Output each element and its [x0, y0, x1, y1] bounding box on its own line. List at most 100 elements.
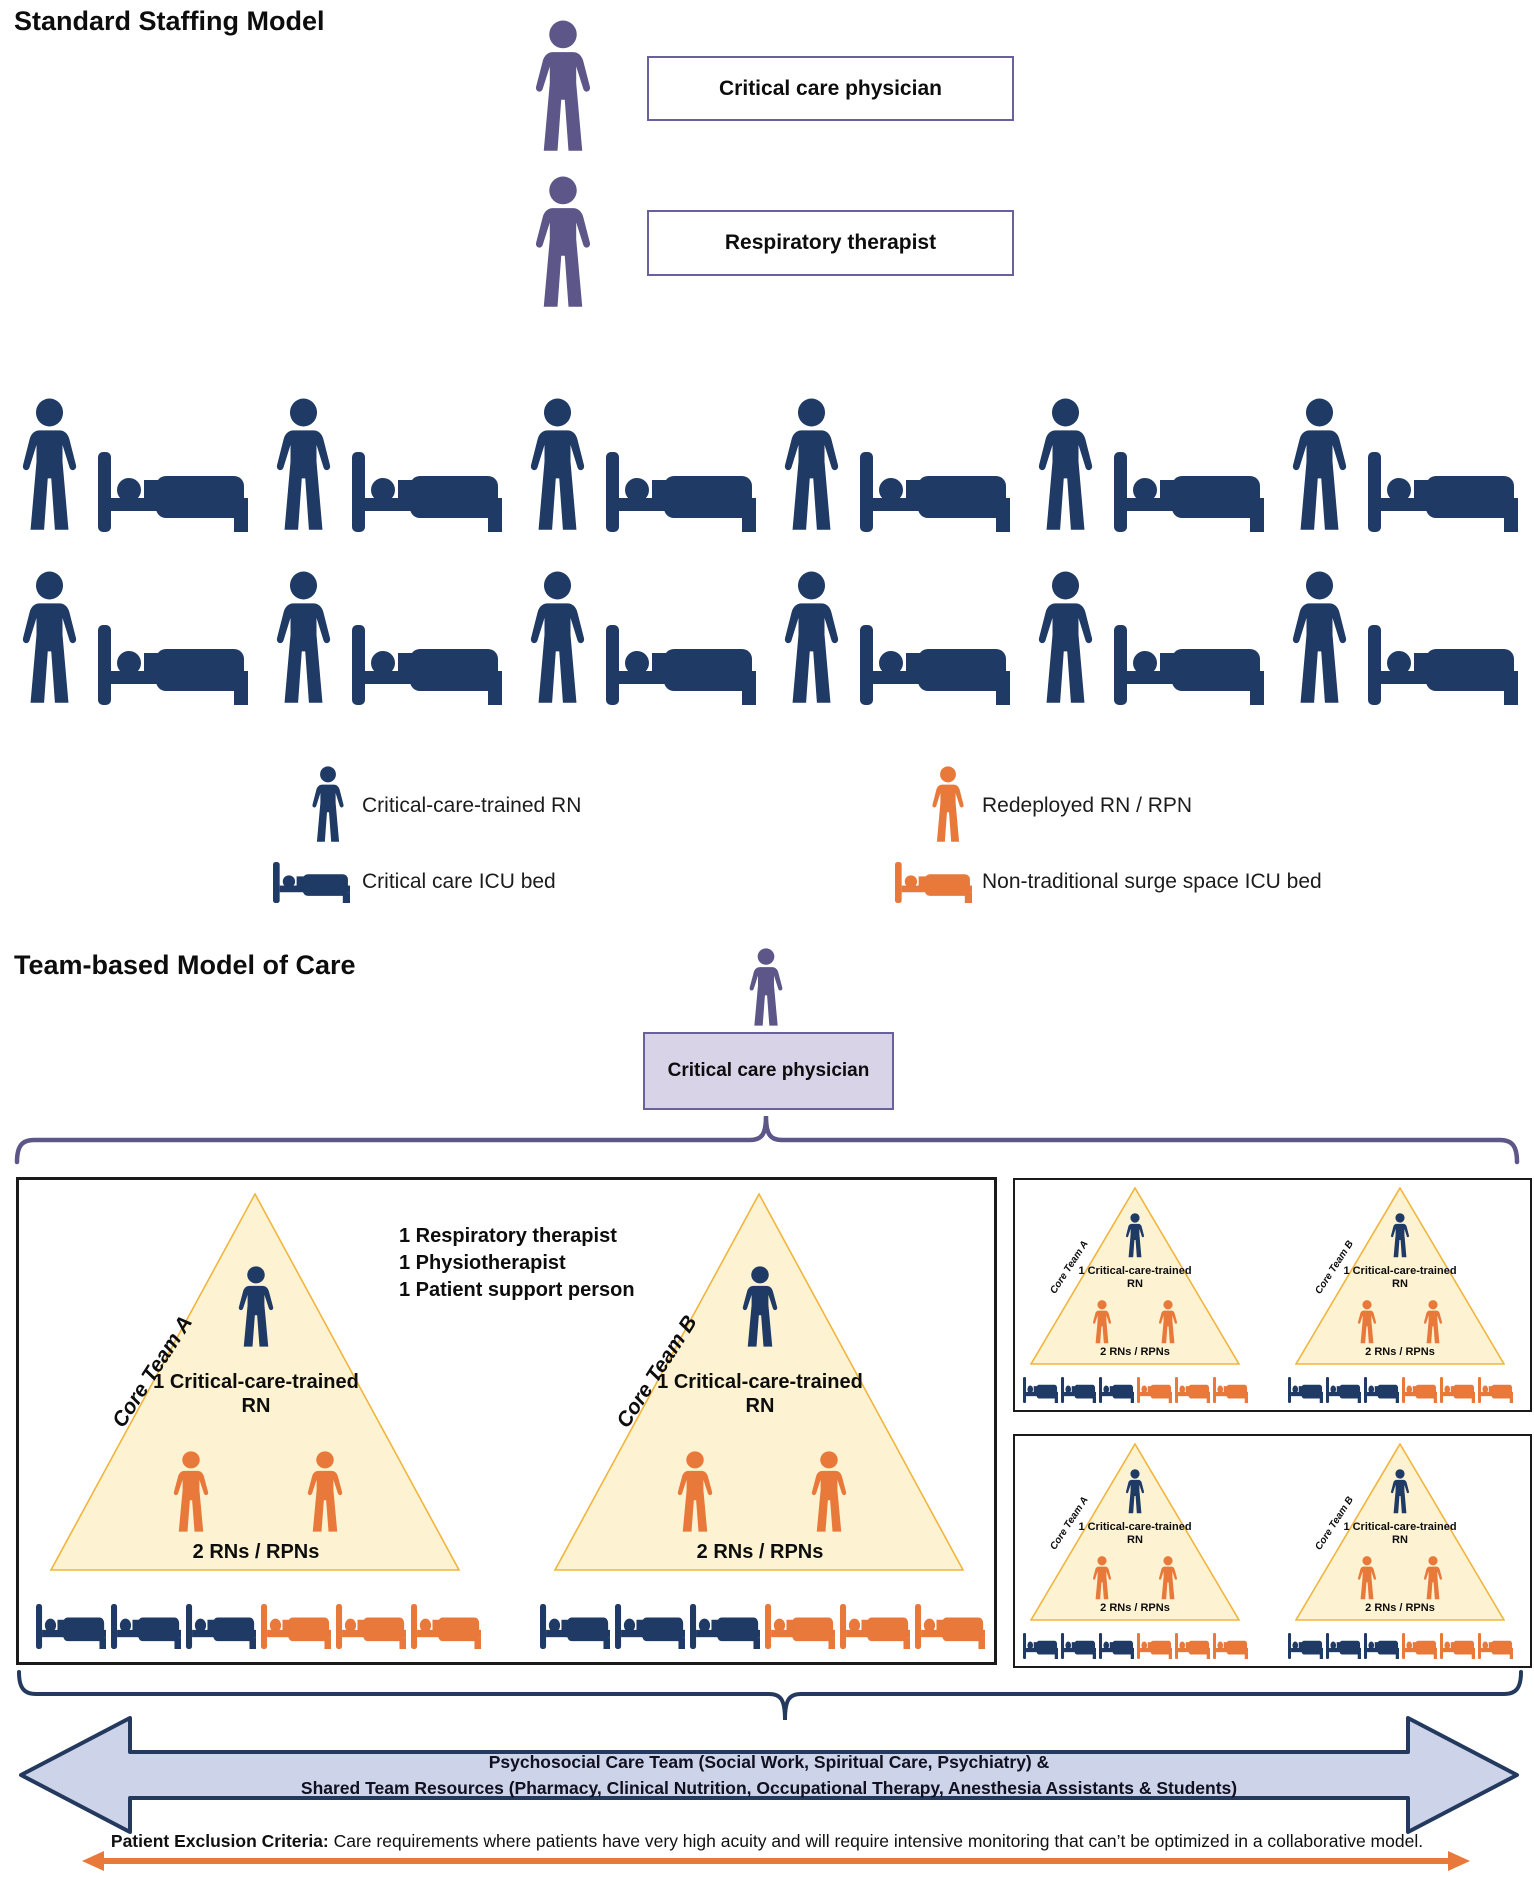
critical-care-rn-icon	[1287, 571, 1352, 705]
icu-bed-icon	[1402, 1633, 1437, 1659]
redeployed-rn-icon	[1091, 1556, 1113, 1600]
icu-bed-icon	[860, 452, 1010, 532]
staffed-bed-unit	[17, 571, 248, 705]
bed-row	[1288, 1633, 1513, 1659]
icu-bed-icon	[411, 1604, 481, 1649]
support-staff-item: 1 Physiotherapist	[399, 1252, 566, 1274]
staffed-bed-unit	[1287, 571, 1518, 705]
team-triangle	[49, 1192, 461, 1571]
staffing-row-1	[17, 398, 1518, 532]
redeployed-rn-icon	[1422, 1300, 1444, 1344]
legend-bed-orange-label: Non-traditional surge space ICU bed	[982, 870, 1322, 893]
icu-bed-icon	[36, 1604, 106, 1649]
icu-bed-icon	[186, 1604, 256, 1649]
rns-label: 2 RNs / RPNs	[1365, 1346, 1435, 1358]
critical-care-rn-icon	[1124, 1469, 1146, 1514]
critical-care-rn-icon	[1124, 1213, 1146, 1258]
physician-label-box: Critical care physician	[647, 56, 1014, 121]
redeployed-rn-icon	[1157, 1300, 1179, 1344]
critical-care-rn-icon	[1389, 1469, 1411, 1514]
staffed-bed-unit	[17, 398, 248, 532]
icu-bed-icon	[1478, 1377, 1513, 1403]
rns-label: 2 RNs / RPNs	[696, 1541, 824, 1563]
legend-orange-person-icon	[929, 766, 967, 843]
redeployed-rn-icon	[1091, 1300, 1113, 1344]
critical-care-rn-icon	[779, 571, 844, 705]
rns-label: 2 RNs / RPNs	[1100, 1346, 1170, 1358]
staffed-bed-unit	[525, 398, 756, 532]
critical-care-rn-icon	[271, 571, 336, 705]
icu-bed-icon	[1175, 1633, 1210, 1659]
staffed-bed-unit	[271, 398, 502, 532]
icu-bed-icon	[1440, 1377, 1475, 1403]
team-triangle	[1030, 1187, 1240, 1365]
exclusion-label: Patient Exclusion Criteria:	[110, 1831, 329, 1851]
icu-bed-icon	[111, 1604, 181, 1649]
standard-model-title: Standard Staffing Model	[14, 6, 325, 36]
critical-care-rn-icon	[17, 571, 82, 705]
staffed-bed-unit	[1033, 571, 1264, 705]
redeployed-rn-icon	[304, 1451, 346, 1533]
critical-care-rn-icon	[739, 1266, 781, 1348]
icu-bed-icon	[606, 625, 756, 705]
redeployed-rn-icon	[170, 1451, 212, 1533]
support-staff-item: 1 Patient support person	[399, 1279, 635, 1301]
redeployed-rn-icon	[1356, 1300, 1378, 1344]
rns-label: 2 RNs / RPNs	[1365, 1602, 1435, 1614]
team-physician-label-box: Critical care physician	[643, 1032, 894, 1110]
icu-bed-icon	[860, 625, 1010, 705]
shared-resources-arrow	[19, 1716, 1519, 1834]
critical-care-rn-icon	[779, 398, 844, 532]
redeployed-rn-icon	[808, 1451, 850, 1533]
redeployed-rn-icon	[1356, 1556, 1378, 1600]
shared-support-staff-list: 1 Respiratory therapist 1 Physiotherapis…	[399, 1223, 739, 1304]
icu-bed-icon	[336, 1604, 406, 1649]
psychosocial-line-2: Shared Team Resources (Pharmacy, Clinica…	[300, 1778, 1238, 1798]
shared-resources-brace	[17, 1670, 1523, 1721]
bed-row	[540, 1604, 985, 1649]
bed-row	[1023, 1633, 1248, 1659]
therapist-label-box: Respiratory therapist	[647, 210, 1014, 276]
staffing-row-2	[17, 571, 1518, 705]
bed-row	[1023, 1377, 1248, 1403]
icu-bed-icon	[98, 625, 248, 705]
legend-navy-person-icon	[309, 766, 347, 843]
icu-bed-icon	[1478, 1633, 1513, 1659]
icu-bed-icon	[1326, 1377, 1361, 1403]
icu-bed-icon	[1213, 1377, 1248, 1403]
icu-bed-icon	[1175, 1377, 1210, 1403]
legend-navy-bed-icon	[273, 862, 350, 903]
icu-bed-icon	[915, 1604, 985, 1649]
redeployed-rn-icon	[1422, 1556, 1444, 1600]
icu-bed-icon	[615, 1604, 685, 1649]
icu-bed-icon	[1114, 452, 1264, 532]
legend-rn-orange-label: Redeployed RN / RPN	[982, 794, 1193, 817]
critical-care-rn-icon	[525, 571, 590, 705]
redeployed-rn-icon	[674, 1451, 716, 1533]
psychosocial-line-1: Psychosocial Care Team (Social Work, Spi…	[488, 1752, 1050, 1772]
exclusion-range-arrow	[82, 1851, 1470, 1871]
team-triangle	[1030, 1443, 1240, 1621]
critical-care-rn-icon	[1287, 398, 1352, 532]
icu-bed-icon	[1402, 1377, 1437, 1403]
critical-care-rn-icon	[1033, 571, 1098, 705]
staffed-bed-unit	[525, 571, 756, 705]
rns-label: 2 RNs / RPNs	[192, 1541, 320, 1563]
team-triangle	[553, 1192, 965, 1571]
legend-orange-bed-icon	[895, 862, 972, 903]
legend-bed-navy-label: Critical care ICU bed	[362, 870, 556, 893]
support-staff-item: 1 Respiratory therapist	[399, 1225, 617, 1247]
icu-bed-icon	[352, 452, 502, 532]
staffed-bed-unit	[779, 571, 1010, 705]
